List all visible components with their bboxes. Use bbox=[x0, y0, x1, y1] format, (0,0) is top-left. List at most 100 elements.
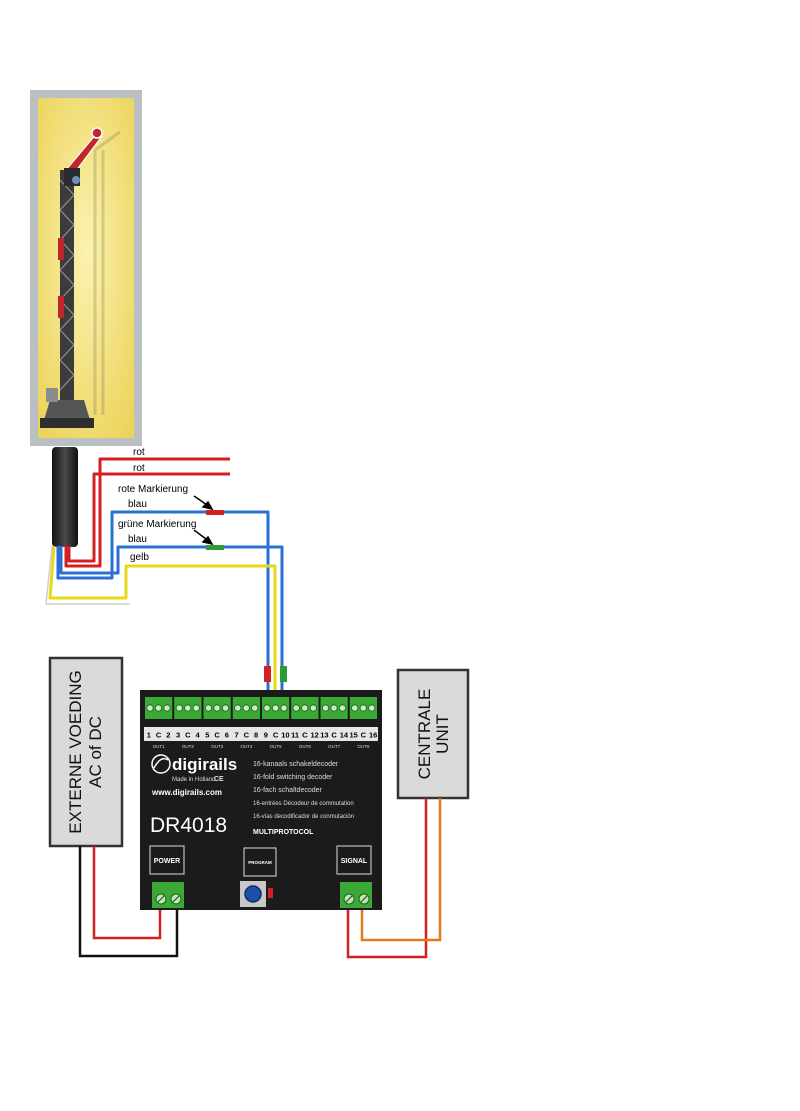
terminal-screw bbox=[146, 704, 154, 712]
desc-line-4: 16-entrées Décodeur de commutation bbox=[253, 801, 354, 807]
terminal-screw bbox=[368, 704, 376, 712]
terminal-number: C bbox=[185, 731, 191, 740]
terminal-number: 2 bbox=[166, 731, 170, 740]
terminal-number: 4 bbox=[196, 731, 201, 740]
program-button[interactable] bbox=[244, 885, 262, 903]
terminal-screw bbox=[292, 704, 300, 712]
terminal-number: 1 bbox=[147, 731, 151, 740]
terminal-number: C bbox=[156, 731, 162, 740]
desc-line-3: 16-fach schaltdecoder bbox=[253, 787, 323, 794]
terminal-screw bbox=[280, 704, 288, 712]
output-label: OUT3 bbox=[211, 744, 223, 749]
terminal-screw bbox=[192, 704, 200, 712]
terminal-screw bbox=[154, 704, 163, 712]
terminal-number: 9 bbox=[264, 731, 268, 740]
power-box-line2: AC of DC bbox=[86, 716, 105, 788]
terminal-screw bbox=[321, 704, 330, 712]
signal-cable bbox=[52, 447, 78, 547]
desc-line-1: 16-kanaals schakeldecoder bbox=[253, 761, 339, 768]
terminal-number: 6 bbox=[225, 731, 229, 740]
terminal-screw bbox=[175, 704, 183, 712]
terminal-number: 10 bbox=[281, 731, 289, 740]
wire-label-blau-2: blau bbox=[128, 534, 147, 545]
terminal-screw bbox=[234, 704, 242, 712]
terminal-number: 12 bbox=[310, 731, 318, 740]
ce-mark: CE bbox=[214, 776, 224, 783]
terminal-screw bbox=[359, 704, 367, 712]
program-label: PROGRAM bbox=[248, 860, 272, 865]
terminal-screw bbox=[263, 704, 271, 712]
semaphore-signal-image bbox=[30, 90, 142, 446]
central-unit-box: CENTRALE UNIT bbox=[396, 668, 470, 800]
terminal-screw bbox=[330, 704, 338, 712]
signal-label-box bbox=[336, 845, 372, 875]
wire-label-rote-markierung: rote Markierung bbox=[118, 484, 188, 495]
terminal-number: 16 bbox=[369, 731, 377, 740]
terminal-screw bbox=[213, 704, 221, 712]
power-label: POWER bbox=[154, 858, 180, 865]
power-box-line1: EXTERNE VOEDING bbox=[66, 670, 85, 833]
digirails-logo bbox=[151, 754, 171, 774]
model-name: DR4018 bbox=[150, 814, 227, 837]
output-terminal-blocks bbox=[145, 697, 377, 719]
signal-terminal bbox=[340, 882, 372, 908]
green-marking bbox=[206, 545, 224, 550]
terminal-screw bbox=[271, 704, 280, 712]
terminal-number: 3 bbox=[176, 731, 180, 740]
central-box-line2: UNIT bbox=[433, 714, 452, 754]
desc-line-5: 16-vías decodificador de conmutación bbox=[253, 814, 354, 820]
terminal-number: C bbox=[331, 731, 337, 740]
terminal-number: 13 bbox=[320, 731, 328, 740]
wire-label-rot-1: rot bbox=[133, 447, 145, 458]
terminal-screw bbox=[301, 704, 309, 712]
output-label: OUT6 bbox=[299, 744, 311, 749]
power-and-signal-wires bbox=[78, 798, 442, 959]
wire-label-gruene-markierung: grüne Markierung bbox=[118, 519, 196, 530]
signal-label: SIGNAL bbox=[341, 858, 368, 865]
marking-arrows bbox=[193, 495, 214, 546]
terminal-number: C bbox=[214, 731, 220, 740]
brand-name: digirails bbox=[172, 755, 237, 774]
output-label: OUT7 bbox=[328, 744, 340, 749]
terminal-number: 15 bbox=[349, 731, 357, 740]
terminal-screw bbox=[204, 704, 213, 712]
terminal-number: 11 bbox=[291, 731, 299, 740]
external-power-box: EXTERNE VOEDING AC of DC bbox=[48, 656, 124, 848]
program-label-box bbox=[243, 847, 277, 877]
terminal-number: C bbox=[244, 731, 250, 740]
output-label: OUT2 bbox=[182, 744, 194, 749]
terminal-number: 7 bbox=[235, 731, 239, 740]
red-marking bbox=[206, 510, 224, 515]
desc-line-2: 16-fold switching decoder bbox=[253, 774, 333, 781]
made-in: Made in Holland bbox=[172, 777, 215, 783]
status-led bbox=[268, 888, 273, 898]
terminal-number: C bbox=[273, 731, 279, 740]
terminal-screw bbox=[309, 704, 317, 712]
terminal-screw bbox=[351, 704, 359, 712]
terminal-screw bbox=[251, 704, 259, 712]
output-label: OUT8 bbox=[357, 744, 369, 749]
website: www.digirails.com bbox=[151, 788, 222, 797]
terminal-number: 14 bbox=[340, 731, 349, 740]
power-label-box bbox=[149, 845, 185, 875]
wire-label-rot-2: rot bbox=[133, 463, 145, 474]
terminal-screw bbox=[184, 704, 192, 712]
terminal-screw bbox=[163, 704, 171, 712]
terminal-number: C bbox=[302, 731, 308, 740]
central-box-line1: CENTRALE bbox=[415, 689, 434, 780]
green-marking-terminal bbox=[280, 666, 287, 682]
output-label: OUT4 bbox=[240, 744, 252, 749]
power-terminal bbox=[152, 882, 184, 908]
terminal-number: 8 bbox=[254, 731, 258, 740]
terminal-screw bbox=[221, 704, 230, 712]
wire-label-blau-1: blau bbox=[128, 499, 147, 510]
signal-wires bbox=[45, 457, 284, 690]
output-label: OUT5 bbox=[270, 744, 282, 749]
red-marking-terminal bbox=[264, 666, 271, 682]
wire-label-gelb: gelb bbox=[130, 552, 149, 563]
terminal-screw bbox=[242, 704, 250, 712]
